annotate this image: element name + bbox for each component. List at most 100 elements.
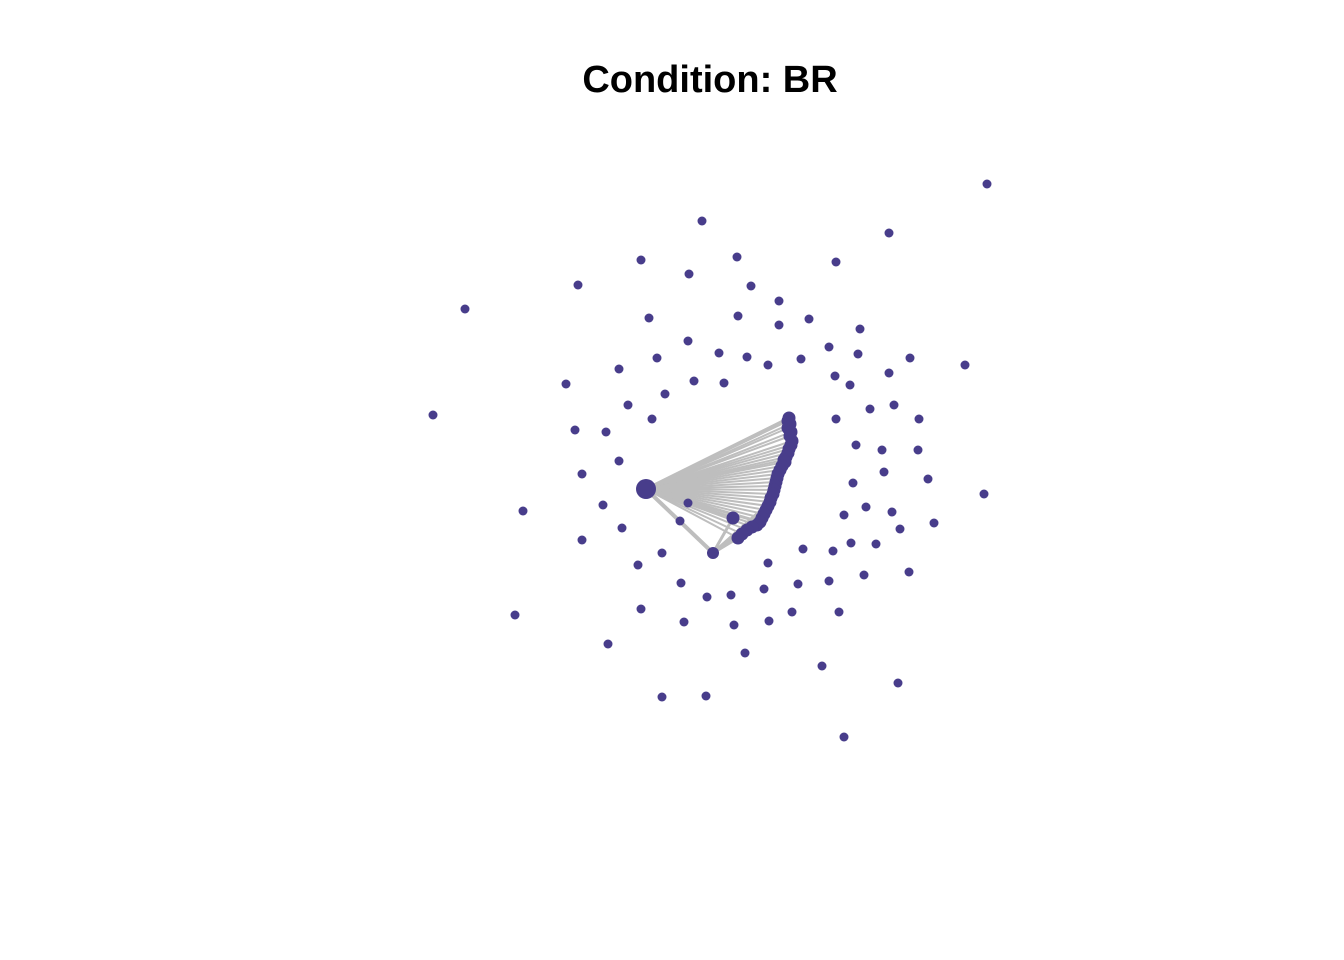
network-node: [742, 352, 752, 362]
network-node: [570, 425, 580, 435]
network-node: [839, 732, 849, 742]
network-node: [644, 313, 654, 323]
network-node: [675, 516, 685, 526]
network-node: [859, 570, 869, 580]
plot-title: Condition: BR: [582, 59, 838, 101]
network-node: [652, 353, 662, 363]
network-node: [617, 523, 627, 533]
network-node: [740, 648, 750, 658]
network-node: [914, 414, 924, 424]
network-node: [929, 518, 939, 528]
network-node: [731, 531, 745, 545]
network-node: [689, 376, 699, 386]
network-node: [787, 607, 797, 617]
network-node: [855, 324, 865, 334]
network-node: [913, 445, 923, 455]
network-node: [884, 368, 894, 378]
network-edge: [644, 416, 791, 491]
network-node: [798, 544, 808, 554]
network-node: [831, 414, 841, 424]
network-hub-node: [636, 479, 656, 499]
network-node: [763, 558, 773, 568]
network-node: [601, 427, 611, 437]
network-node: [923, 474, 933, 484]
network-node: [577, 535, 587, 545]
network-node: [904, 567, 914, 577]
network-node: [853, 349, 863, 359]
network-node: [774, 320, 784, 330]
network-node: [804, 314, 814, 324]
network-node: [830, 371, 840, 381]
network-node: [598, 500, 608, 510]
network-node: [683, 336, 693, 346]
network-node: [877, 445, 887, 455]
network-node: [614, 364, 624, 374]
network-node: [979, 489, 989, 499]
network-node: [845, 380, 855, 390]
network-node: [647, 414, 657, 424]
network-node: [660, 389, 670, 399]
network-node: [828, 546, 838, 556]
network-node: [603, 639, 613, 649]
network-node: [733, 311, 743, 321]
network-node: [774, 296, 784, 306]
network-node: [889, 400, 899, 410]
network-node: [683, 498, 693, 508]
network-node: [861, 502, 871, 512]
network-node: [905, 353, 915, 363]
network-node: [732, 252, 742, 262]
network-node: [848, 478, 858, 488]
network-node: [701, 691, 711, 701]
network-node: [831, 257, 841, 267]
network-node: [884, 228, 894, 238]
network-node: [726, 590, 736, 600]
network-node: [676, 578, 686, 588]
network-node: [879, 467, 889, 477]
network-node: [746, 281, 756, 291]
network-node: [714, 348, 724, 358]
network-node: [577, 469, 587, 479]
network-node: [839, 510, 849, 520]
network-node: [759, 584, 769, 594]
network-node: [428, 410, 438, 420]
network-node: [895, 524, 905, 534]
network-node: [614, 456, 624, 466]
network-node: [764, 616, 774, 626]
node-group: [428, 179, 992, 742]
network-node: [573, 280, 583, 290]
network-node: [702, 592, 712, 602]
network-node: [510, 610, 520, 620]
network-node: [726, 511, 740, 525]
network-edge: [645, 488, 739, 539]
network-node: [623, 400, 633, 410]
network-node: [636, 604, 646, 614]
network-node: [636, 255, 646, 265]
network-edge: [644, 487, 762, 524]
network-node: [796, 354, 806, 364]
network-node: [657, 548, 667, 558]
network-node: [793, 579, 803, 589]
network-node: [633, 560, 643, 570]
network-node: [846, 538, 856, 548]
network-node: [518, 506, 528, 516]
network-node: [871, 539, 881, 549]
network-node: [834, 607, 844, 617]
network-node: [679, 617, 689, 627]
network-node: [982, 179, 992, 189]
network-node: [729, 620, 739, 630]
network-node: [763, 360, 773, 370]
network-node: [817, 661, 827, 671]
network-node: [865, 404, 875, 414]
network-node: [657, 692, 667, 702]
network-node: [960, 360, 970, 370]
network-node: [707, 547, 719, 559]
network-node: [887, 507, 897, 517]
network-node: [684, 269, 694, 279]
network-node: [561, 379, 571, 389]
network-node: [719, 378, 729, 388]
network-node: [697, 216, 707, 226]
network-node: [824, 576, 834, 586]
network-node: [460, 304, 470, 314]
network-node: [893, 678, 903, 688]
